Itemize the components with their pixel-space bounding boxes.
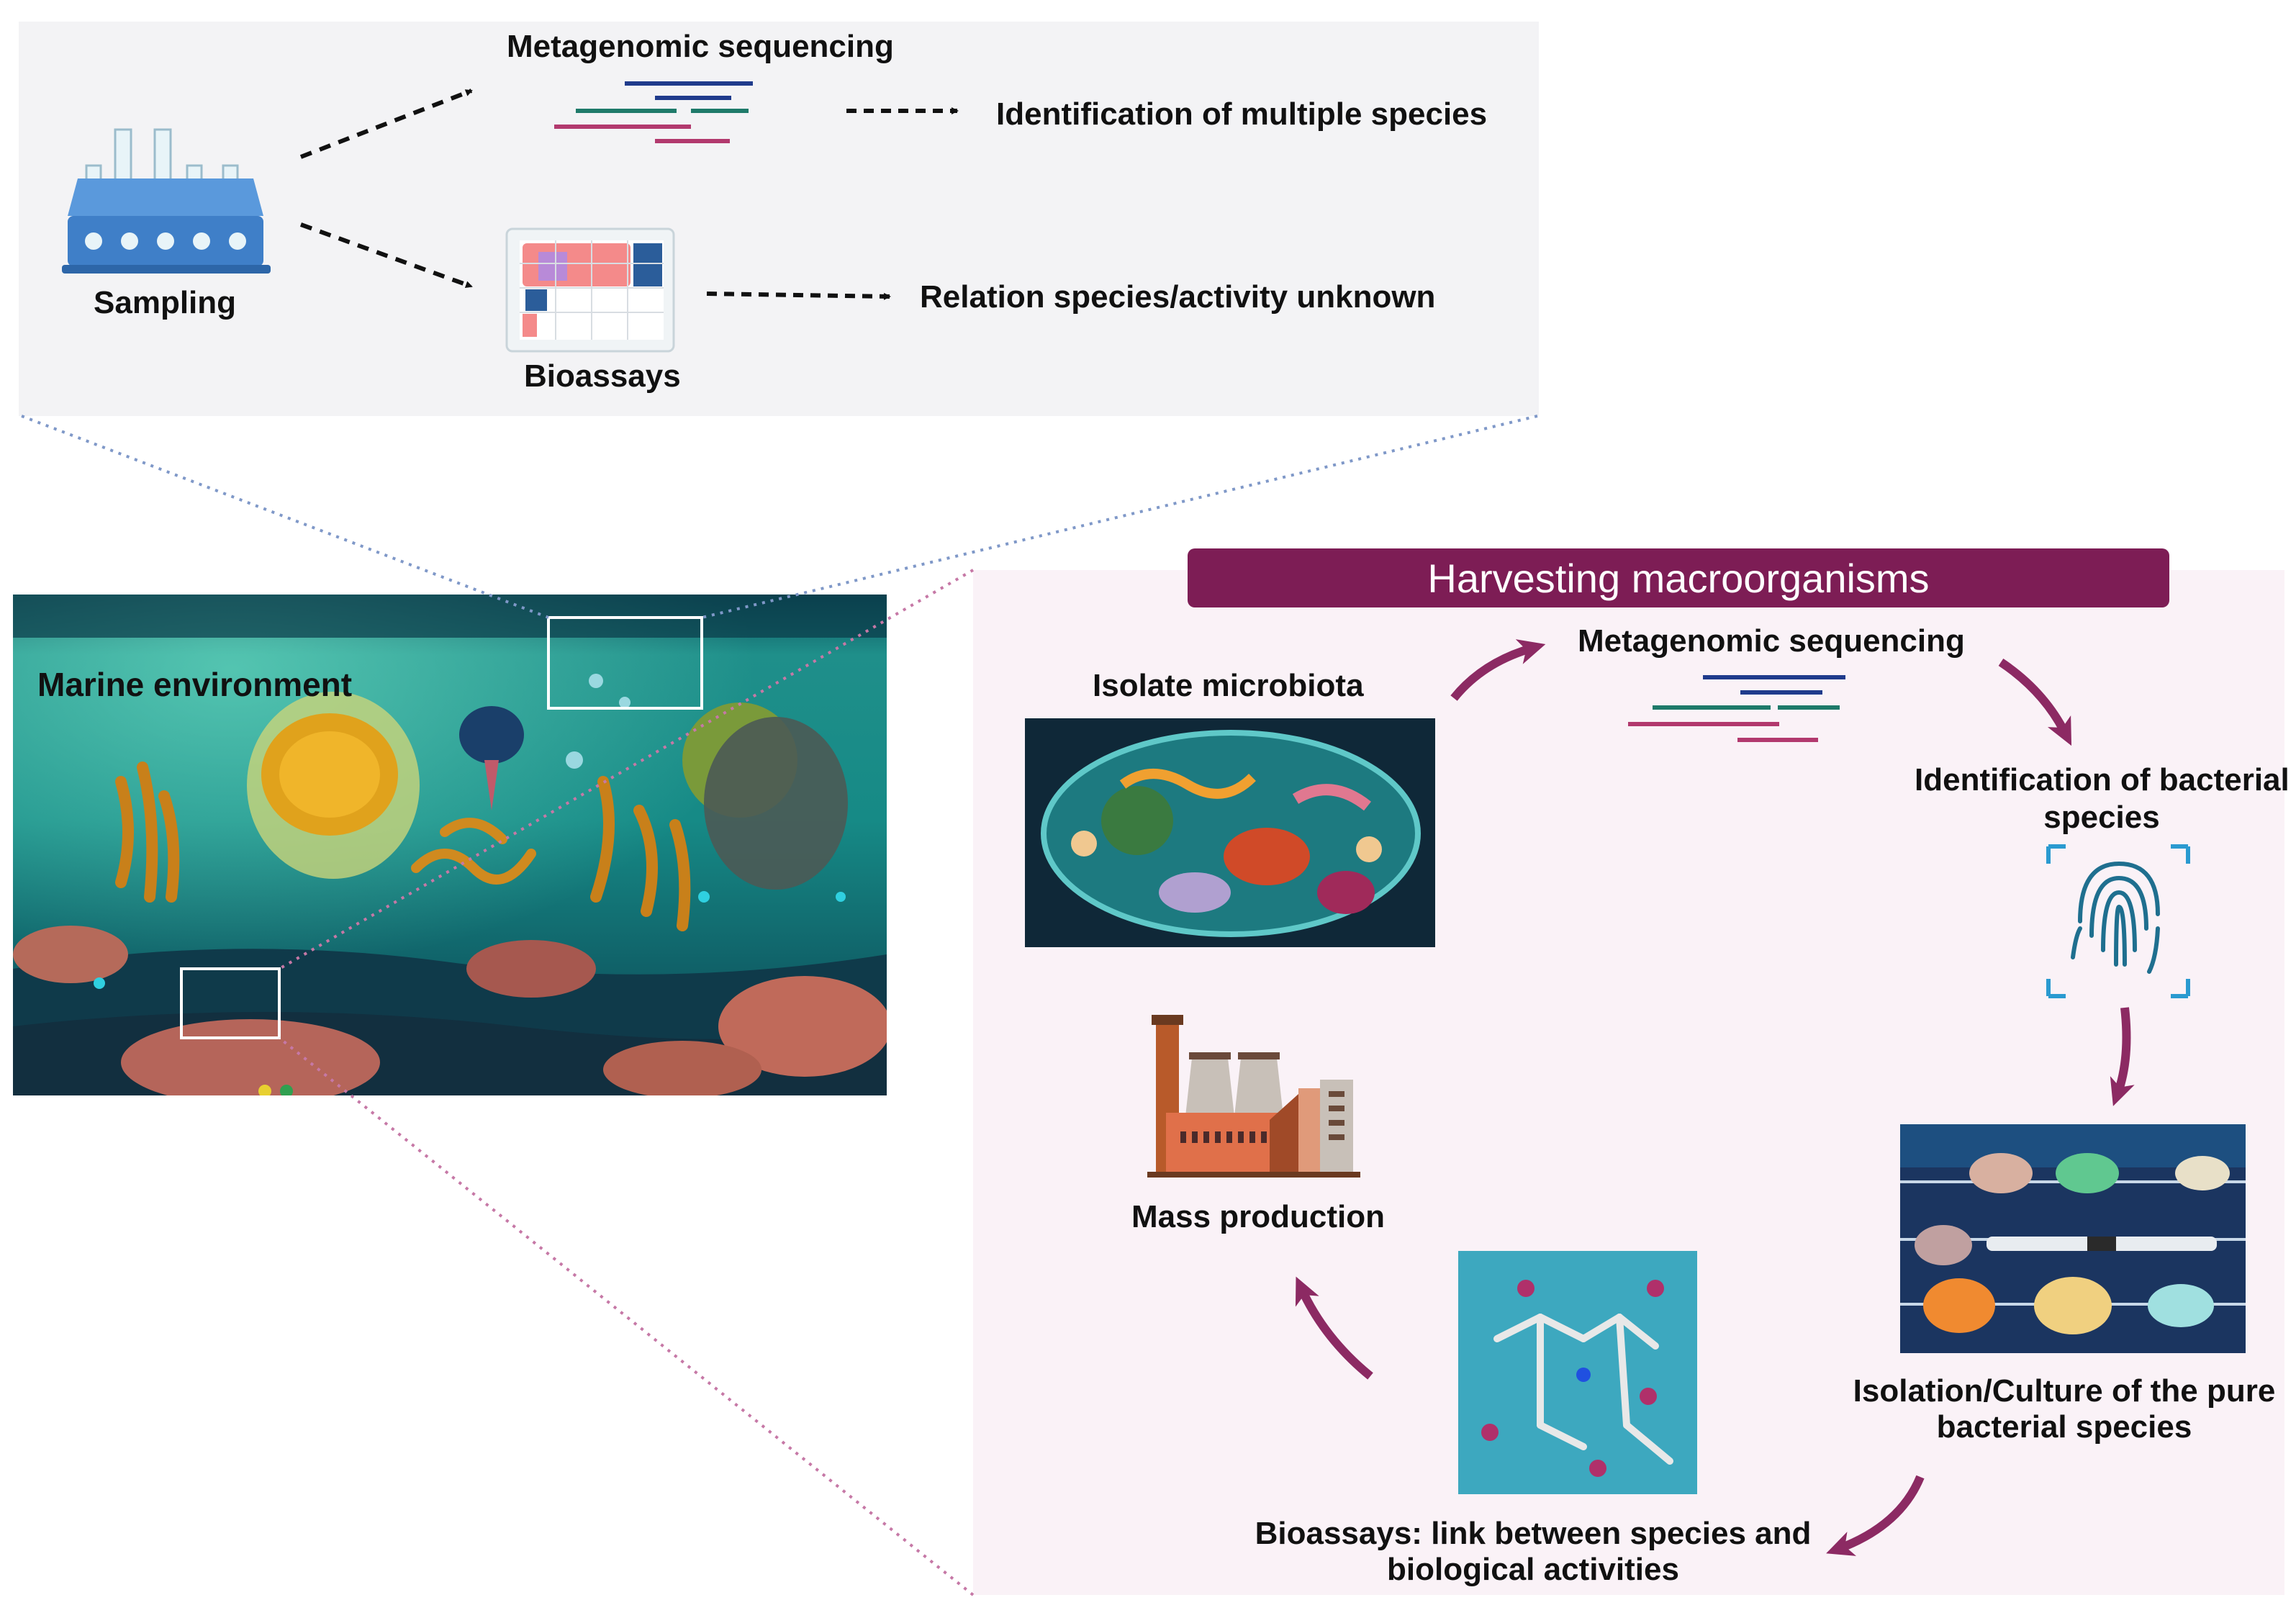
zoom-line-left [21, 415, 549, 619]
relation-species-activity-label: Relation species/activity unknown [920, 279, 1436, 315]
harvesting-banner: Harvesting macroorganisms [1188, 548, 2169, 607]
identification-multiple-species-label: Identification of multiple species [996, 96, 1488, 132]
identification-bacterial-species-label: Identification of bacterial species [1915, 761, 2290, 836]
sampling-label: Sampling [94, 285, 237, 320]
metagenomic-sequencing-label-right: Metagenomic sequencing [1578, 623, 1965, 659]
mass-production-label: Mass production [1131, 1199, 1386, 1234]
bioassays-link-label: Bioassays: link between species and biol… [1252, 1516, 1814, 1588]
identification-label-line2: species [2043, 800, 2160, 835]
isolation-culture-label: Isolation/Culture of the pure bacterial … [1848, 1373, 2280, 1445]
marine-environment-label: Marine environment [37, 666, 353, 703]
zoom-line-pink-bottom [278, 1036, 975, 1596]
isolation-label-line2: bacterial species [1936, 1409, 2192, 1445]
isolation-label-line1: Isolation/Culture of the pure [1853, 1373, 2276, 1409]
bioassays-label-line2: biological activities [1387, 1552, 1679, 1587]
bioassays-label-top: Bioassays [524, 358, 681, 394]
metagenomic-sequencing-label-top: Metagenomic sequencing [507, 29, 894, 64]
top-panel [19, 22, 1539, 416]
identification-label-line1: Identification of bacterial [1915, 762, 2290, 797]
isolate-microbiota-label: Isolate microbiota [1093, 668, 1364, 703]
bioassays-label-line1: Bioassays: link between species and [1255, 1516, 1812, 1551]
